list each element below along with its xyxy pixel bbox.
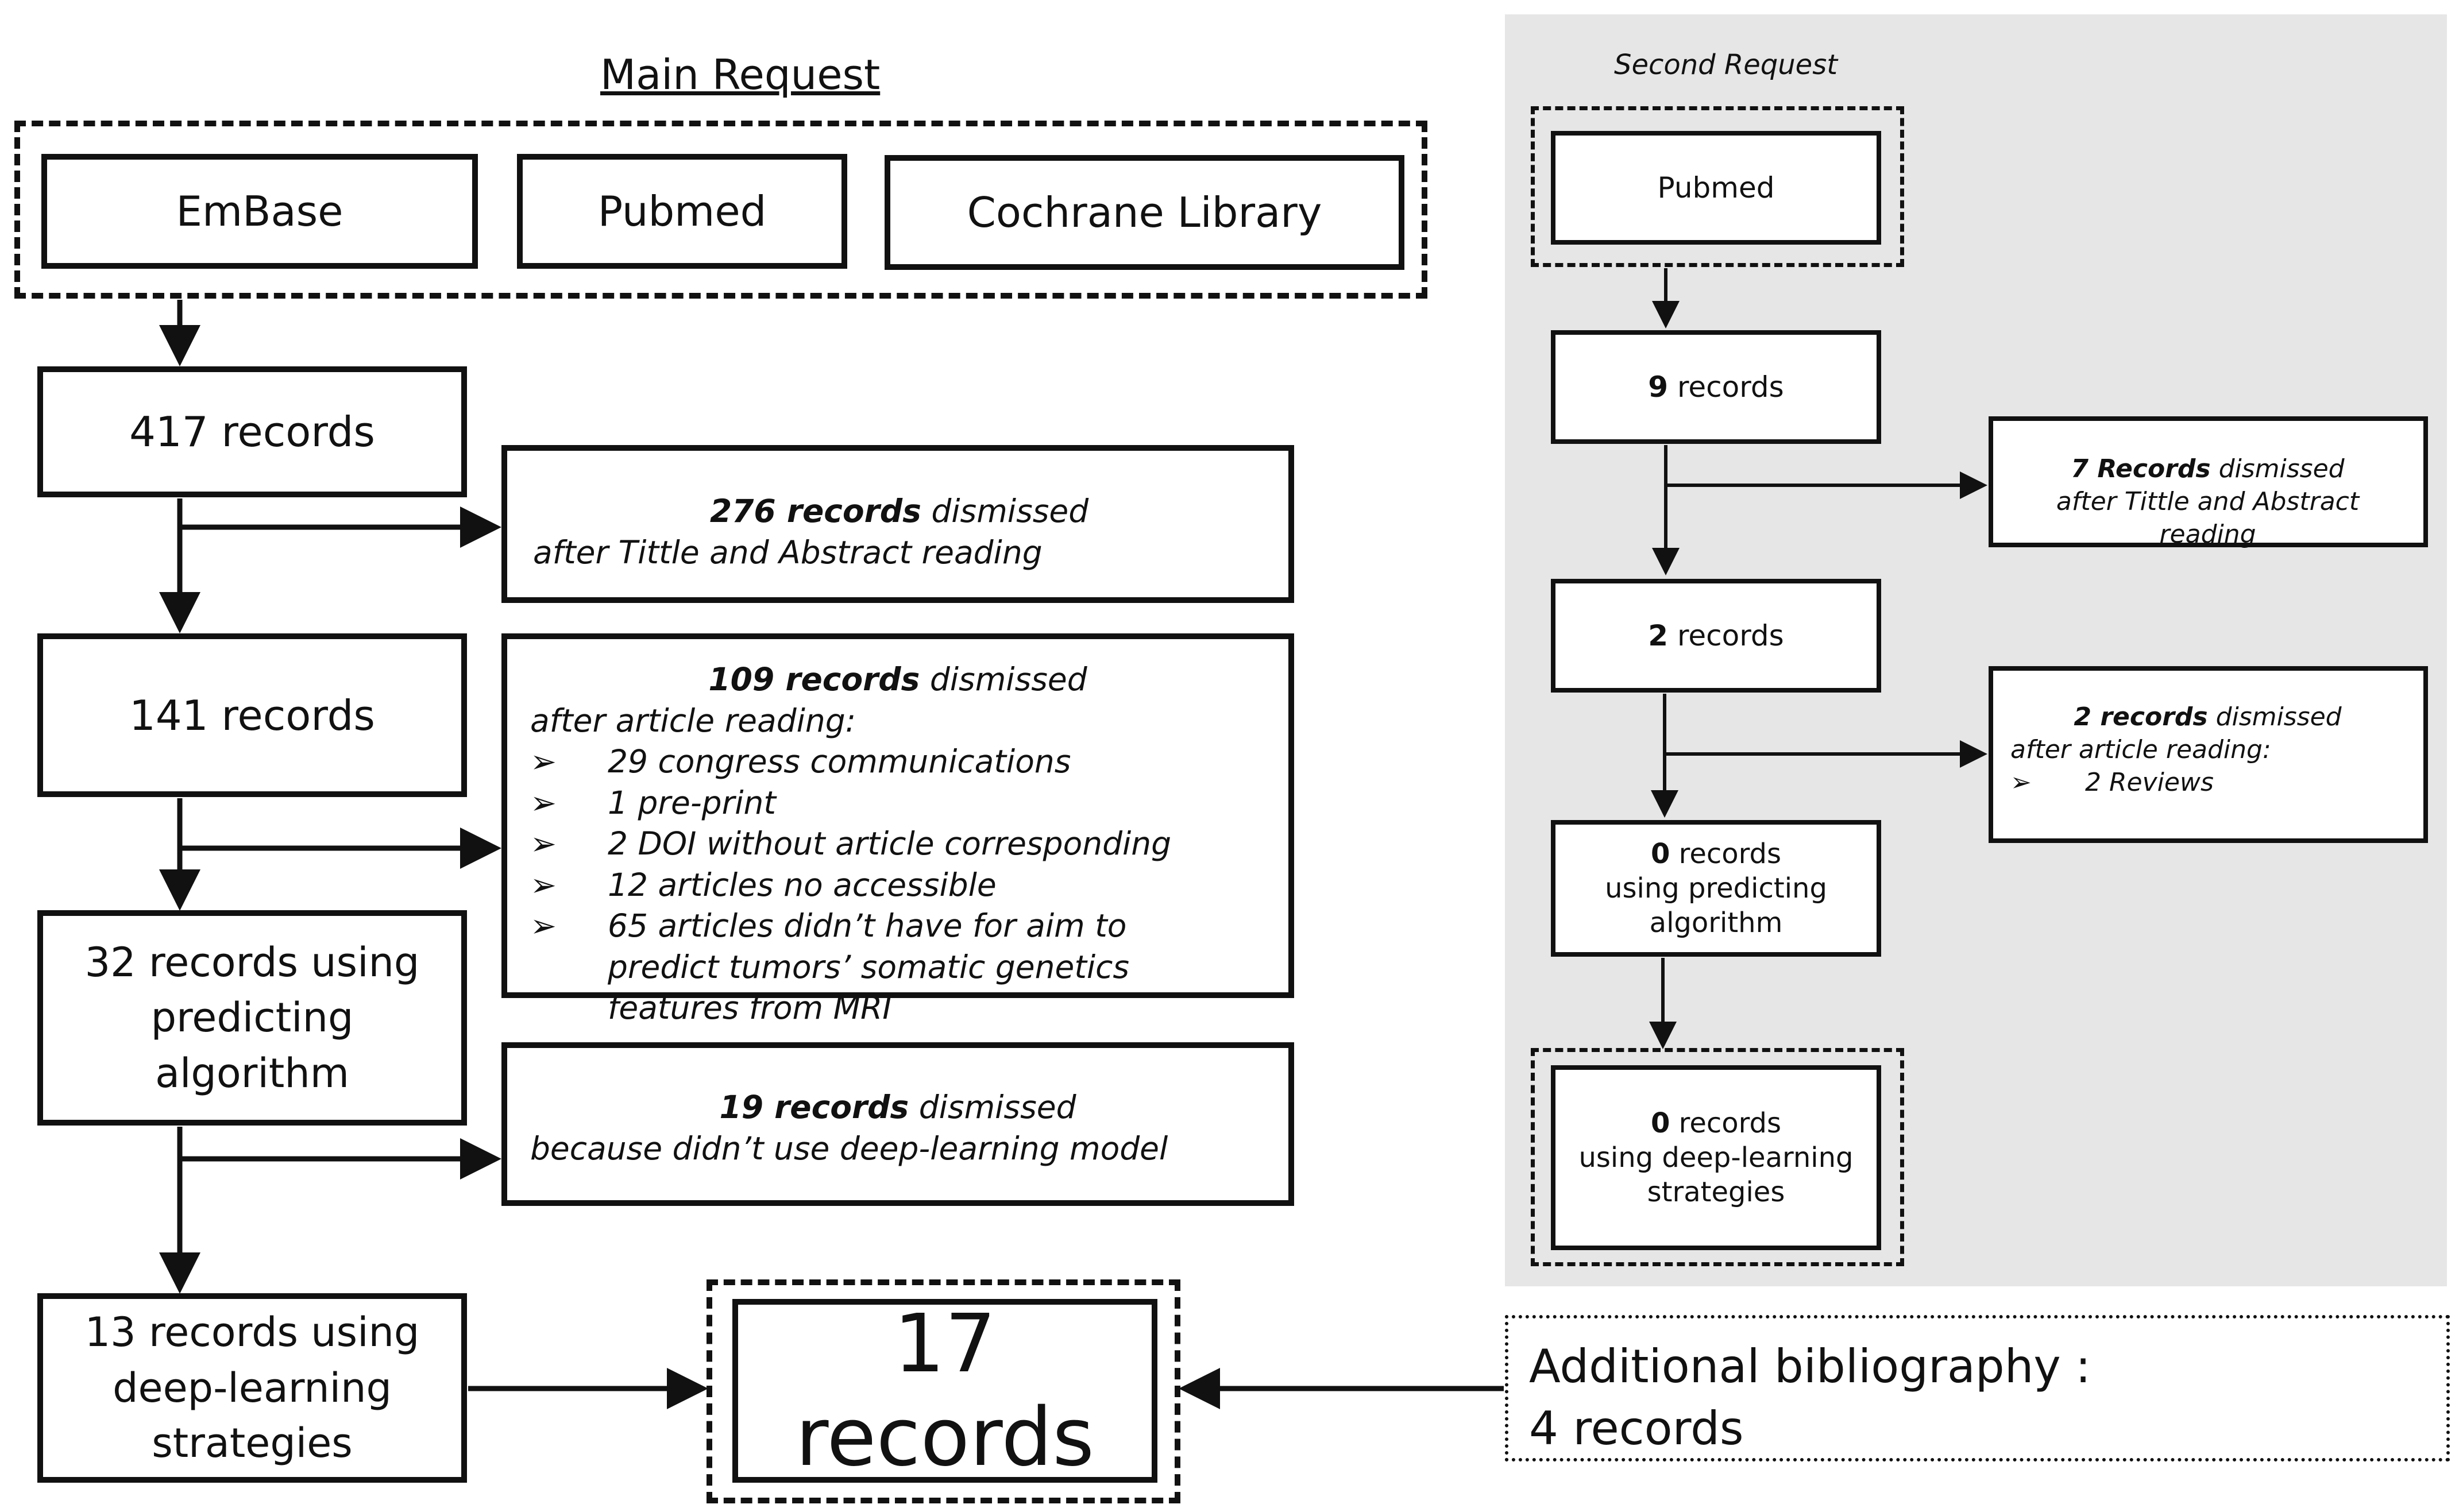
bullet-arrow-icon: ➢ [2010,768,2032,798]
second-step-0-predicting: 0 records using predicting algorithm [1551,820,1881,957]
list-item: ➢29 congress communications [530,741,1265,783]
list-item: ➢2 DOI without article corresponding [530,823,1265,865]
main-exclusion-109-reason: after article reading: [530,702,856,739]
main-exclusion-276-reason: after Tittle and Abstract reading [533,533,1043,571]
result-label: 17 records [795,1297,1095,1484]
bullet-arrow-icon: ➢ [530,907,557,944]
source-pubmed: Pubmed [517,154,847,269]
main-step-417: 417 records [37,366,467,497]
main-exclusion-19: 19 records dismissed because didn’t use … [501,1042,1294,1206]
result-box: 17 records [732,1297,1157,1484]
additional-line1: Additional bibliography : [1529,1340,2091,1393]
main-exclusion-109-count: 109 records [708,661,920,698]
bullet-arrow-icon: ➢ [530,784,557,821]
main-step-32: 32 records using predicting algorithm [37,910,467,1126]
second-request-heading: Second Request [1614,49,1838,81]
source-cochrane-label: Cochrane Library [967,188,1322,237]
main-exclusion-109-word: dismissed [920,661,1087,698]
main-exclusion-109: 109 records dismissed after article read… [501,633,1294,1026]
second-step-0-deeplearning: 0 records using deep-learning strategies [1551,1065,1881,1250]
list-item: ➢65 articles didn’t have for aim to pred… [530,906,1265,1029]
main-exclusion-276-count: 276 records [709,493,921,529]
main-step-32-label: 32 records using predicting algorithm [84,938,420,1097]
second-source-pubmed: Pubmed [1551,131,1881,245]
source-cochrane: Cochrane Library [885,155,1404,270]
main-exclusion-109-list: ➢29 congress communications ➢1 pre-print… [530,741,1265,1029]
main-sources-group [14,121,1427,299]
main-step-13-label: 13 records using deep-learning strategie… [84,1309,420,1467]
second-step-9: 9 records [1551,330,1881,444]
main-exclusion-276: 276 records dismissed after Tittle and A… [501,445,1294,603]
additional-bibliography: Additional bibliography : 4 records [1505,1315,2450,1461]
second-exclusion-7: 7 Records dismissed after Tittle and Abs… [1989,416,2428,549]
source-embase: EmBase [41,154,478,269]
second-source-group [1531,106,1904,267]
list-item: ➢1 pre-print [530,783,1265,824]
main-request-heading: Main Request [600,51,881,99]
main-exclusion-19-count: 19 records [719,1089,909,1126]
list-item: ➢12 articles no accessible [530,865,1265,906]
second-exclusion-2: 2 records dismissed after article readin… [1989,666,2428,843]
second-step-2: 2 records [1551,579,1881,693]
main-step-141: 141 records [37,633,467,797]
result-group [707,1279,1180,1503]
main-exclusion-19-reason: because didn’t use deep-learning model [530,1130,1168,1167]
main-exclusion-19-word: dismissed [909,1089,1076,1126]
additional-line2: 4 records [1529,1402,1744,1455]
list-item: ➢2 Reviews [2010,766,2405,799]
second-final-group [1531,1048,1904,1266]
main-exclusion-276-word: dismissed [921,493,1089,529]
source-pubmed-label: Pubmed [597,187,767,235]
bullet-arrow-icon: ➢ [530,866,557,903]
main-step-13: 13 records using deep-learning strategie… [37,1293,467,1483]
main-step-141-label: 141 records [129,691,375,740]
bullet-arrow-icon: ➢ [530,743,557,780]
source-embase-label: EmBase [176,187,343,235]
second-source-pubmed-label: Pubmed [1657,171,1775,204]
main-step-417-label: 417 records [129,408,375,456]
bullet-arrow-icon: ➢ [530,825,557,862]
second-exclusion-2-list: ➢2 Reviews [2010,766,2405,799]
